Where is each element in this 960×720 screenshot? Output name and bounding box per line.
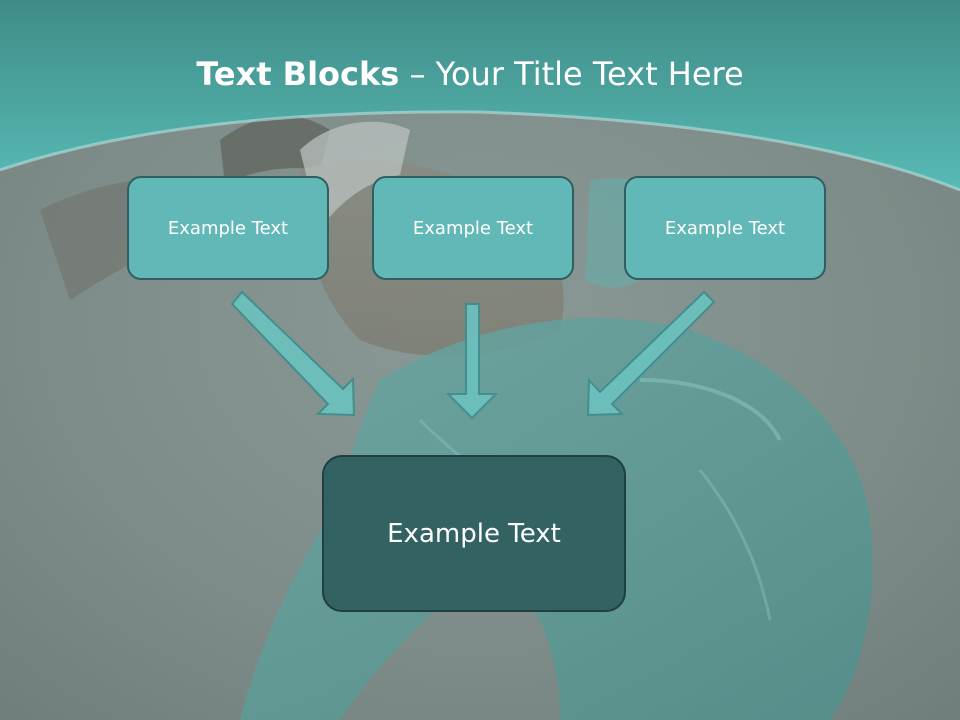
title-separator: – bbox=[399, 55, 436, 93]
title-bold-text: Text Blocks bbox=[196, 55, 400, 93]
title-rest-text: Your Title Text Here bbox=[435, 55, 744, 93]
text-block-3-label: Example Text bbox=[664, 217, 786, 239]
header-band bbox=[0, 0, 960, 192]
text-block-2[interactable]: Example Text bbox=[372, 176, 574, 280]
text-block-1-label: Example Text bbox=[167, 217, 289, 239]
text-block-1[interactable]: Example Text bbox=[127, 176, 329, 280]
center-text-block-label: Example Text bbox=[387, 518, 561, 549]
text-block-2-label: Example Text bbox=[412, 217, 534, 239]
slide-title: Text Blocks – Your Title Text Here bbox=[0, 52, 940, 96]
text-block-3[interactable]: Example Text bbox=[624, 176, 826, 280]
center-text-block[interactable]: Example Text bbox=[322, 455, 626, 612]
